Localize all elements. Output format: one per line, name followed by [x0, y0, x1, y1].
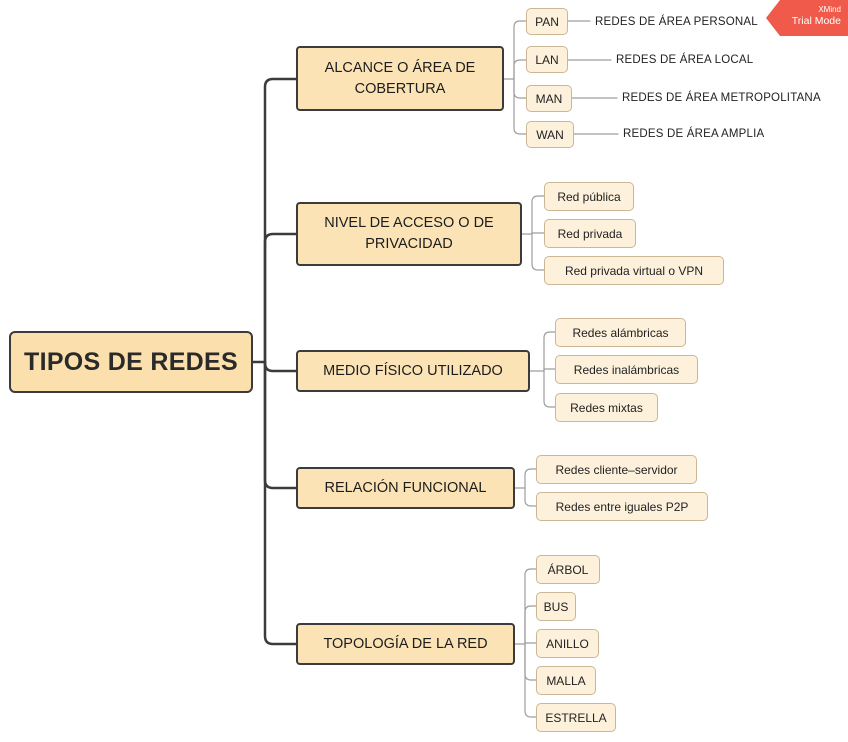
node-anillo[interactable]: ANILLO: [536, 629, 599, 658]
node-estrella[interactable]: ESTRELLA: [536, 703, 616, 732]
node-pan[interactable]: PAN: [526, 8, 568, 35]
node-malla-label: MALLA: [546, 673, 586, 688]
node-redes-inalambricas[interactable]: Redes inalámbricas: [555, 355, 698, 384]
sub-connector-2-1: [543, 368, 556, 372]
badge-line1: XMind: [818, 5, 841, 14]
node-lan-label: LAN: [535, 52, 559, 67]
node-p2p-label: Redes entre iguales P2P: [555, 499, 689, 514]
trunk-branch-2: [263, 360, 298, 373]
sub-connector-3-1: [524, 487, 537, 507]
node-cliente-servidor[interactable]: Redes cliente–servidor: [536, 455, 697, 484]
detail-wan[interactable]: REDES DE ÁREA AMPLIA: [623, 128, 765, 140]
node-malla[interactable]: MALLA: [536, 666, 596, 695]
node-arbol[interactable]: ÁRBOL: [536, 555, 600, 584]
node-man[interactable]: MAN: [526, 85, 572, 112]
node-cliente-servidor-label: Redes cliente–servidor: [555, 462, 678, 477]
node-red-vpn[interactable]: Red privada virtual o VPN: [544, 256, 724, 285]
sub-connector-4-4: [524, 643, 537, 718]
node-wan[interactable]: WAN: [526, 121, 574, 148]
node-red-publica[interactable]: Red pública: [544, 182, 634, 211]
sub-connector-0-0: [513, 20, 527, 80]
branch-nivel-acceso[interactable]: NIVEL DE ACCESO O DE PRIVACIDAD: [296, 202, 522, 266]
sub-connector-4-1: [524, 605, 537, 645]
detail-pan[interactable]: REDES DE ÁREA PERSONAL: [595, 16, 758, 28]
trunk-branch-3: [263, 360, 298, 490]
root-node[interactable]: TIPOS DE REDES: [9, 331, 253, 393]
branch-relacion-funcional[interactable]: RELACIÓN FUNCIONAL: [296, 467, 515, 509]
node-red-privada-label: Red privada: [557, 226, 623, 241]
sub-connector-1-2: [531, 233, 545, 271]
node-p2p[interactable]: Redes entre iguales P2P: [536, 492, 708, 521]
sub-connector-1-1: [531, 232, 545, 235]
sub-connector-2-0: [543, 331, 556, 372]
branch-nivel-acceso-label: NIVEL DE ACCESO O DE PRIVACIDAD: [324, 215, 494, 252]
trunk-branch-4: [263, 360, 298, 646]
sub-connector-0-2: [513, 78, 527, 99]
node-wan-label: WAN: [536, 127, 564, 142]
xmind-trial-badge[interactable]: XMind Trial Mode: [766, 0, 848, 36]
node-redes-mixtas-label: Redes mixtas: [570, 400, 643, 415]
branch-topologia[interactable]: TOPOLOGÍA DE LA RED: [296, 623, 515, 665]
sub-connector-0-1: [513, 59, 527, 80]
sub-connector-0-3: [513, 78, 527, 135]
sub-connector-3-0: [524, 468, 537, 489]
branch-alcance[interactable]: ALCANCE O ÁREA DE COBERTURA: [296, 46, 504, 111]
root-label: TIPOS DE REDES: [24, 347, 238, 376]
sub-connector-4-2: [524, 642, 537, 645]
node-red-publica-label: Red pública: [557, 189, 621, 204]
node-redes-alambricas-label: Redes alámbricas: [572, 325, 669, 340]
sub-connector-4-3: [524, 643, 537, 681]
branch-alcance-label: ALCANCE O ÁREA DE COBERTURA: [324, 59, 476, 97]
branch-topologia-label: TOPOLOGÍA DE LA RED: [323, 635, 488, 652]
node-anillo-label: ANILLO: [546, 636, 589, 651]
node-man-label: MAN: [535, 91, 563, 106]
trunk-branch-0: [263, 77, 298, 364]
sub-connector-1-0: [531, 195, 545, 235]
branch-medio-fisico-label: MEDIO FÍSICO UTILIZADO: [323, 362, 503, 379]
branch-medio-fisico[interactable]: MEDIO FÍSICO UTILIZADO: [296, 350, 530, 392]
node-arbol-label: ÁRBOL: [547, 562, 589, 577]
node-red-privada[interactable]: Red privada: [544, 219, 636, 248]
detail-man[interactable]: REDES DE ÁREA METROPOLITANA: [622, 92, 821, 104]
branch-relacion-funcional-label: RELACIÓN FUNCIONAL: [324, 479, 487, 496]
node-lan[interactable]: LAN: [526, 46, 568, 73]
node-redes-alambricas[interactable]: Redes alámbricas: [555, 318, 686, 347]
detail-lan[interactable]: REDES DE ÁREA LOCAL: [616, 54, 754, 66]
badge-line2: Trial Mode: [791, 15, 841, 27]
node-bus[interactable]: BUS: [536, 592, 576, 621]
node-redes-inalambricas-label: Redes inalámbricas: [573, 362, 680, 377]
node-pan-label: PAN: [535, 14, 559, 29]
sub-connector-4-0: [524, 568, 537, 645]
node-red-vpn-label: Red privada virtual o VPN: [564, 263, 704, 278]
sub-connector-2-2: [543, 370, 556, 408]
trunk-branch-1: [263, 232, 298, 364]
node-bus-label: BUS: [543, 599, 569, 614]
node-redes-mixtas[interactable]: Redes mixtas: [555, 393, 658, 422]
node-estrella-label: ESTRELLA: [545, 710, 607, 725]
